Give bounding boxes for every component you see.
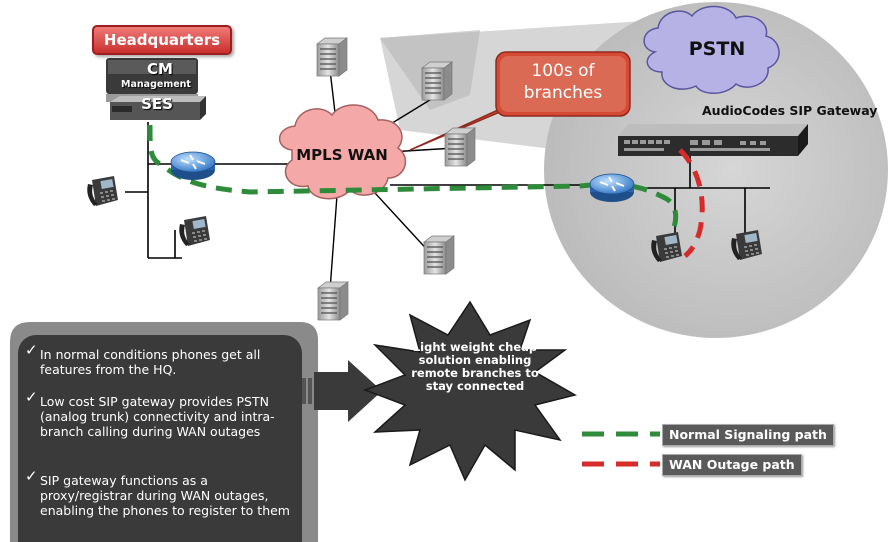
branch-building-icon xyxy=(444,127,476,167)
hq-phone-icon xyxy=(179,216,210,246)
gateway-label: AudioCodes SIP Gateway xyxy=(702,103,878,118)
info-item: ✓ In normal conditions phones get all fe… xyxy=(25,343,290,378)
branch-building-icon xyxy=(421,61,453,101)
info-item: ✓ Low cost SIP gateway provides PSTN (an… xyxy=(25,390,290,440)
branch-router-icon xyxy=(589,173,635,203)
branches-callout-text: 100s of branches xyxy=(500,60,626,104)
callout-line-1: 100s of xyxy=(531,61,595,81)
checkmark-icon: ✓ xyxy=(25,341,38,359)
info-item-text: Low cost SIP gateway provides PSTN (anal… xyxy=(40,394,275,439)
starburst-text: Light weight cheap solution enabling rem… xyxy=(411,340,539,393)
branch-building-icon xyxy=(316,37,348,77)
management-label: Management xyxy=(121,79,191,90)
hq-phone-icon xyxy=(87,176,118,206)
branches-callout xyxy=(409,51,631,151)
wan-outage-path xyxy=(678,148,705,258)
info-box: ✓ In normal conditions phones get all fe… xyxy=(18,335,302,542)
cm-label: CM xyxy=(147,60,173,78)
info-item: ✓ SIP gateway functions as a proxy/regis… xyxy=(25,469,290,519)
headquarters-label: Headquarters xyxy=(92,25,232,55)
legend-normal-label: Normal Signaling path xyxy=(662,424,834,446)
pstn-label: PSTN xyxy=(688,38,746,60)
mpls-wan-label: MPLS WAN xyxy=(296,146,388,164)
hq-router-icon xyxy=(170,151,216,181)
info-item-text: In normal conditions phones get all feat… xyxy=(40,347,261,377)
hq-server-icon xyxy=(106,58,206,120)
branch-building-icon xyxy=(317,281,349,321)
legend-swatches xyxy=(582,431,660,467)
normal-signaling-path xyxy=(147,124,679,234)
mpls-wan-cloud xyxy=(278,104,407,200)
pstn-cloud xyxy=(643,5,780,94)
checkmark-icon: ✓ xyxy=(25,388,38,406)
branch-zoom-area xyxy=(380,2,888,338)
branch-building-icon xyxy=(423,235,455,275)
info-item-text: SIP gateway functions as a proxy/registr… xyxy=(40,473,290,518)
checkmark-icon: ✓ xyxy=(25,467,38,485)
sip-gateway-icon xyxy=(618,124,808,156)
legend-outage-label: WAN Outage path xyxy=(662,454,802,476)
ses-label: SES xyxy=(141,95,173,113)
solution-starburst xyxy=(362,300,577,482)
callout-line-2: branches xyxy=(523,83,603,103)
